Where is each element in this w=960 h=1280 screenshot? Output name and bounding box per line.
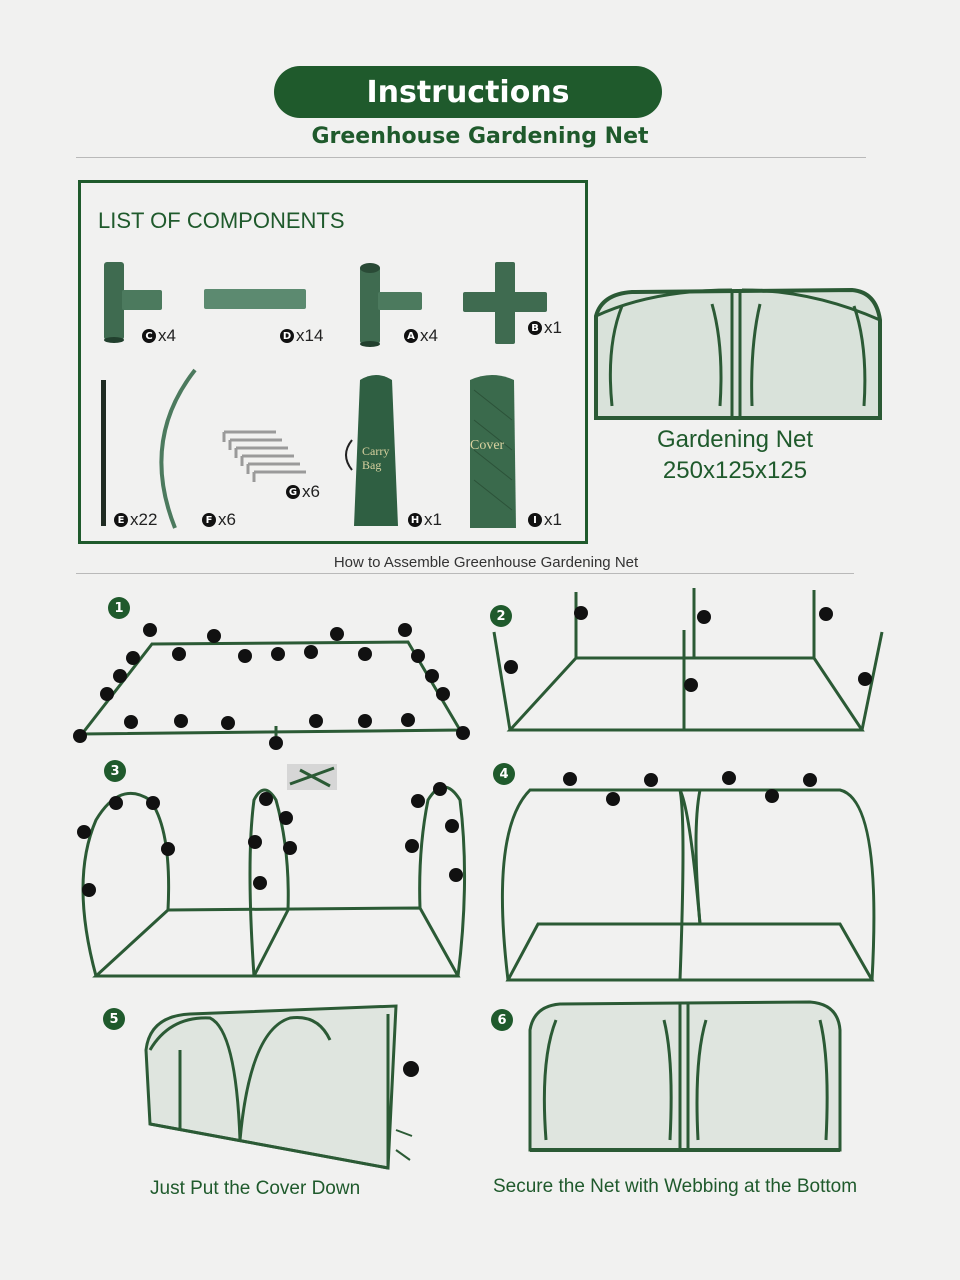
- step-4-badge: 4: [493, 763, 515, 785]
- step-1-labels: [73, 623, 470, 750]
- greenhouse-net-image: [594, 287, 882, 420]
- product-name: Gardening Net: [656, 426, 814, 453]
- product-size: 250x125x125: [662, 457, 808, 484]
- instructions-banner: Instructions: [274, 66, 662, 118]
- part-c-tee-connector: [104, 262, 547, 347]
- assembly-divider: [76, 573, 854, 574]
- step-2-badge: 2: [490, 605, 512, 627]
- step-5-caption: Just Put the Cover Down: [150, 1178, 361, 1199]
- step-1-badge: 1: [108, 597, 130, 619]
- components-box: [78, 180, 588, 544]
- step-5-badge: 5: [103, 1008, 125, 1030]
- assembly-title: How to Assemble Greenhouse Gardening Net: [333, 554, 639, 571]
- part-sticks-and-bags: [101, 368, 516, 529]
- step-6-caption: Secure the Net with Webbing at the Botto…: [493, 1176, 858, 1197]
- step-6-badge: 6: [491, 1009, 513, 1031]
- product-label: Gardening Net 250x125x125: [610, 424, 860, 486]
- qty-a: A x4: [404, 326, 438, 346]
- components-title: LIST OF COMPONENTS: [98, 208, 345, 233]
- carry-bag-label: Carry Bag: [362, 444, 390, 472]
- step-3-badge: 3: [104, 760, 126, 782]
- cover-label: Cover: [470, 438, 505, 453]
- product-subtitle: Greenhouse Gardening Net: [311, 124, 649, 149]
- divider: [76, 157, 866, 158]
